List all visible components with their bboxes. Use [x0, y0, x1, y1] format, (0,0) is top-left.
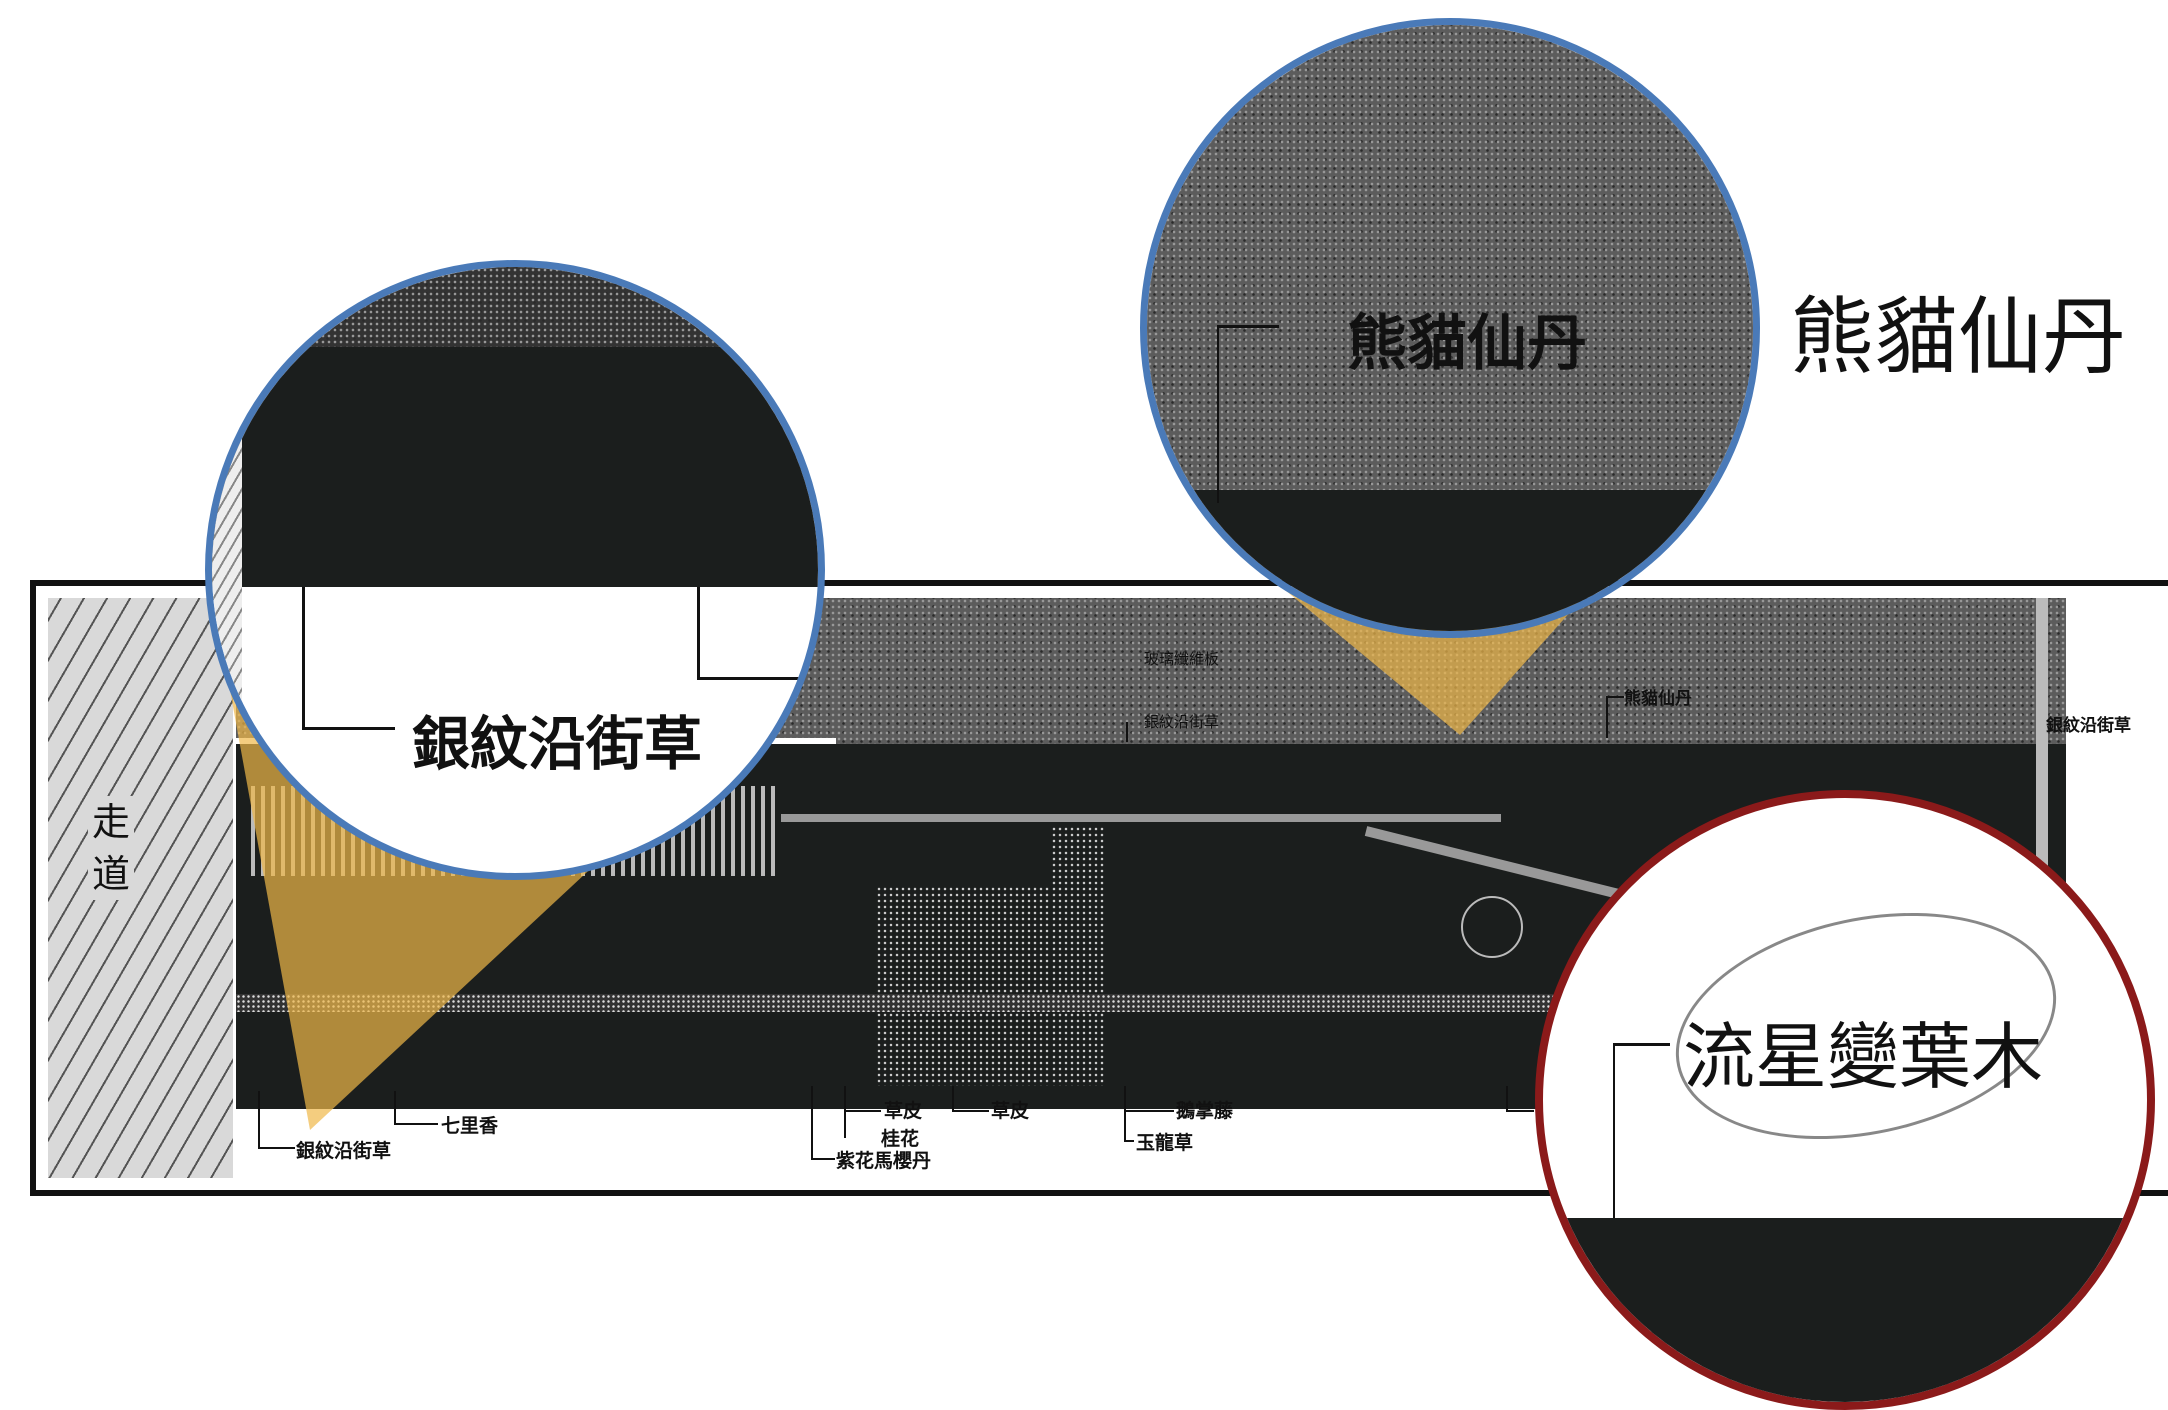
planting-bed [1147, 490, 1753, 631]
leader-line [811, 1086, 835, 1160]
leader-line [394, 1091, 438, 1125]
label-bottom-lantana: 紫花馬櫻丹 [836, 1150, 932, 1172]
leader-line [1506, 1086, 1534, 1112]
label-bottom-lawn-1: 草皮 [884, 1100, 923, 1122]
hatch-edge [212, 347, 242, 873]
leader-line [1126, 722, 1143, 742]
leader-line [1613, 1043, 1670, 1246]
label-top-center: 玻璃纖維板 [1144, 650, 1220, 668]
planting-bed [1543, 1218, 2147, 1402]
leader-line [1606, 696, 1624, 738]
label-bottom-mondo-grass: 玉龍草 [1136, 1132, 1194, 1154]
label-bottom-orange-jessamine: 七里香 [441, 1115, 499, 1137]
label-top-left: 銀紋沿街草 [1144, 713, 1220, 731]
top-callout-label: 熊貓仙丹 [1347, 309, 1587, 379]
hedge-band [1147, 25, 1753, 490]
right-callout: 流星變葉木 [1535, 790, 2155, 1410]
leader-line [258, 1091, 295, 1149]
label-top-right: 銀紋沿街草 [2046, 716, 2131, 736]
tree-circle [1461, 896, 1523, 958]
leader-line [844, 1086, 881, 1138]
leader-line [302, 587, 395, 730]
right-callout-label: 流星變葉木 [1683, 1015, 2044, 1099]
dotted-block [1051, 826, 1106, 1086]
label-bottom-osmanthus: 桂花 [881, 1128, 920, 1150]
page-heading: 熊貓仙丹 [1790, 288, 2127, 386]
leader-line-right [697, 587, 818, 680]
left-callout: 銀紋沿街草 [205, 260, 825, 880]
dotted-block [876, 886, 1076, 1086]
label-bottom-schefflera: 鵝掌藤 [1176, 1100, 1234, 1122]
top-callout: 熊貓仙丹 [1140, 18, 1760, 638]
walkway-label: 走道 [88, 796, 135, 900]
diagonal-strip [781, 814, 1501, 822]
leader-line [1217, 325, 1279, 503]
label-bottom-silver-1: 銀紋沿街草 [296, 1140, 392, 1162]
walkway-area [48, 598, 233, 1178]
hedge-band [212, 267, 818, 347]
planting-bed [212, 347, 818, 587]
label-bottom-lawn-2: 草皮 [991, 1100, 1030, 1122]
left-callout-label: 銀紋沿街草 [412, 710, 703, 778]
label-top-mid: 熊貓仙丹 [1624, 689, 1692, 709]
leader-line [952, 1086, 989, 1112]
leader-line [1124, 1086, 1134, 1142]
